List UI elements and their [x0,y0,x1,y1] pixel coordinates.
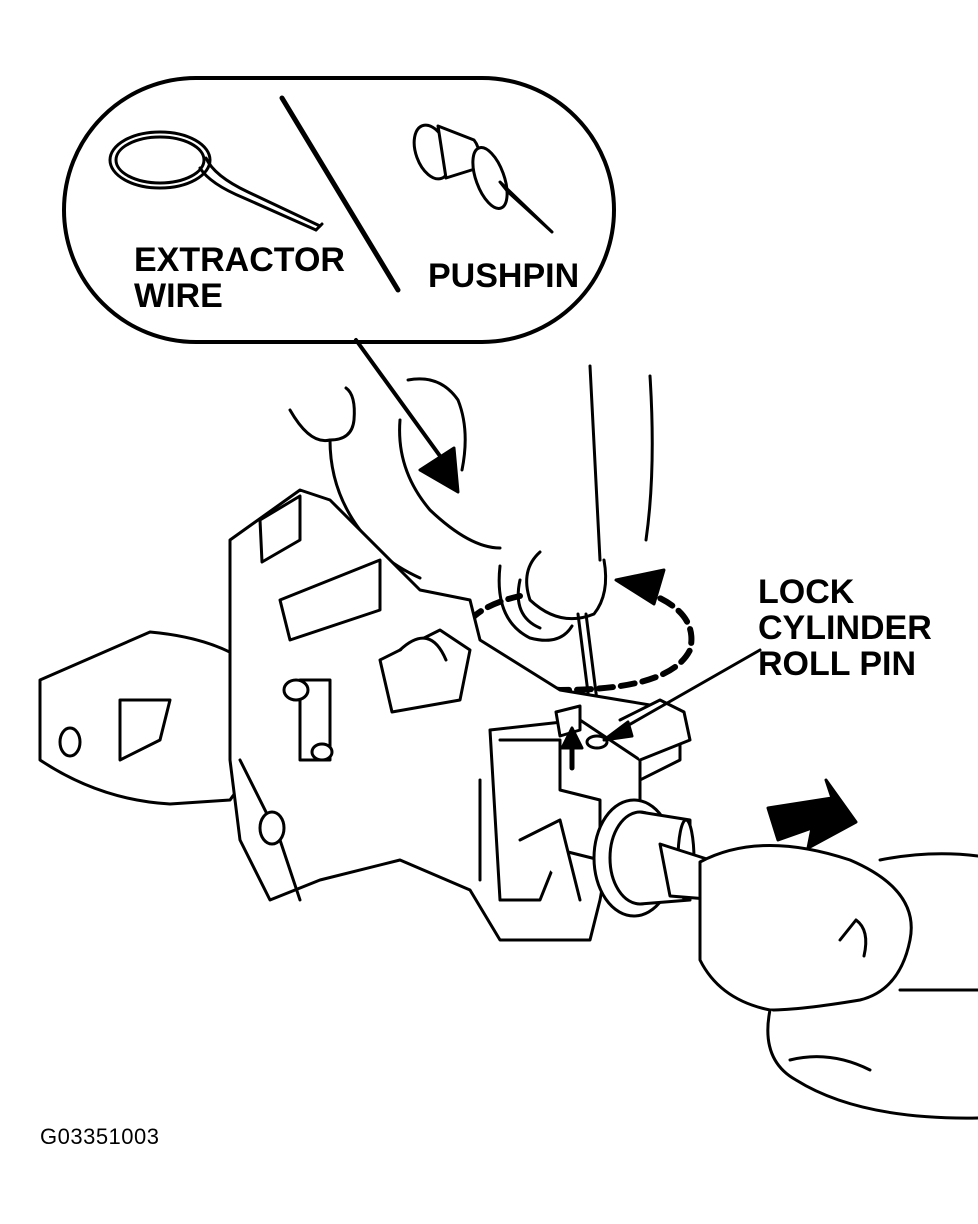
figure-id: G03351003 [40,1124,160,1149]
coiled-wire-icon [108,130,324,232]
roll-pin-label-line1: LOCK [758,573,855,611]
lock-housing-drawing [38,488,696,942]
roll-pin-label: LOCK CYLINDER ROLL PIN [758,574,932,682]
key-hand-drawing [658,842,978,1120]
extractor-wire-label-line2: WIRE [134,277,223,315]
pushpin-label: PUSHPIN [428,257,580,295]
arrow-down-icon [354,338,460,494]
arrow-push-icon [766,778,858,850]
roll-pin-leader [602,648,762,742]
extractor-wire-label: EXTRACTOR WIRE [134,242,345,314]
roll-pin-label-line2: CYLINDER [758,609,932,647]
extractor-wire-label-line1: EXTRACTOR [134,241,345,279]
arrow-up-icon [560,726,584,771]
inset-divider [279,95,401,293]
rotation-arrowhead [614,568,666,606]
roll-pin-label-line3: ROLL PIN [758,645,917,683]
pushpin-icon [412,123,554,234]
